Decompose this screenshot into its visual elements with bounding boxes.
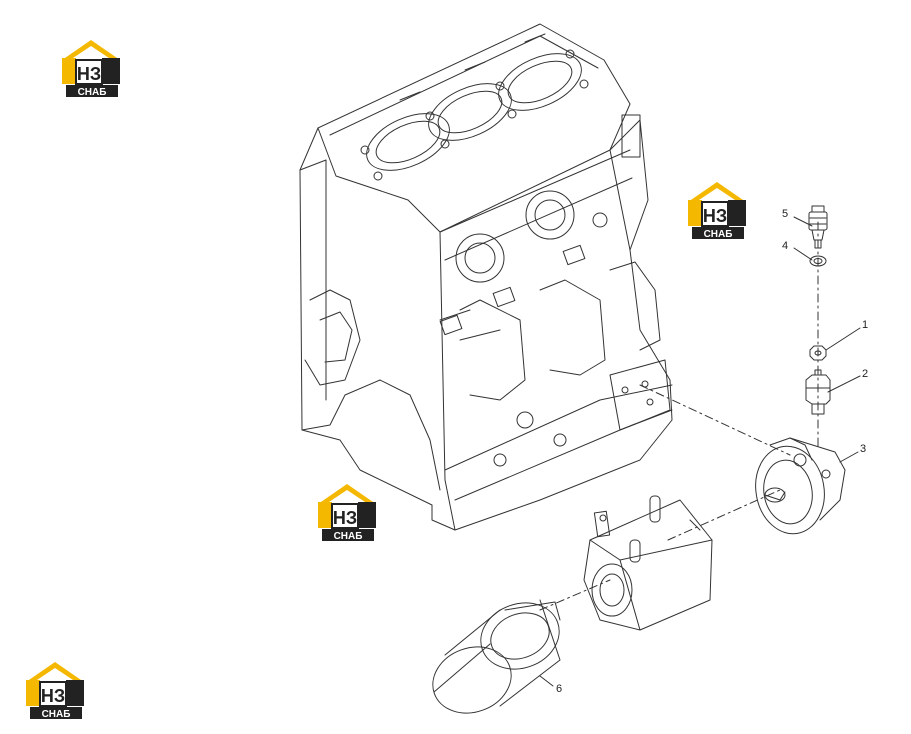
adapter-fitting-icon	[805, 369, 831, 415]
logo-caption: СНАБ	[42, 709, 71, 720]
watermark-logo: НЗ СНАБ	[24, 660, 86, 722]
pressure-sensor-icon	[808, 205, 828, 249]
logo-house-icon: НЗ СНАБ	[62, 40, 120, 98]
callout-5: 5	[782, 208, 789, 220]
logo-house-icon: НЗ СНАБ	[688, 182, 746, 240]
logo-caption: СНАБ	[78, 87, 107, 98]
engine-block-icon	[299, 23, 673, 531]
nut-icon	[809, 345, 827, 361]
oil-cooler-icon	[583, 495, 713, 631]
logo-letters: НЗ	[703, 206, 727, 226]
callout-6: 6	[556, 683, 563, 695]
watermark-logo: НЗ СНАБ	[316, 482, 378, 544]
logo-house-icon: НЗ СНАБ	[26, 662, 84, 720]
logo-house-icon: НЗ СНАБ	[318, 484, 376, 542]
logo-caption: СНАБ	[334, 531, 363, 542]
oil-filter-icon	[432, 599, 561, 714]
leader-lines	[539, 216, 861, 687]
assembly-center-lines	[539, 221, 819, 611]
callout-4: 4	[782, 240, 789, 252]
logo-caption: СНАБ	[704, 229, 733, 240]
callout-3: 3	[860, 443, 867, 455]
callout-1: 1	[862, 319, 869, 331]
logo-letters: НЗ	[333, 508, 357, 528]
washer-icon	[809, 255, 827, 267]
watermark-logo: НЗ СНАБ	[60, 38, 122, 100]
filter-head-icon	[755, 437, 846, 535]
callout-2: 2	[862, 368, 869, 380]
watermark-logo: НЗ СНАБ	[686, 180, 748, 242]
logo-letters: НЗ	[77, 64, 101, 84]
logo-letters: НЗ	[41, 686, 65, 706]
